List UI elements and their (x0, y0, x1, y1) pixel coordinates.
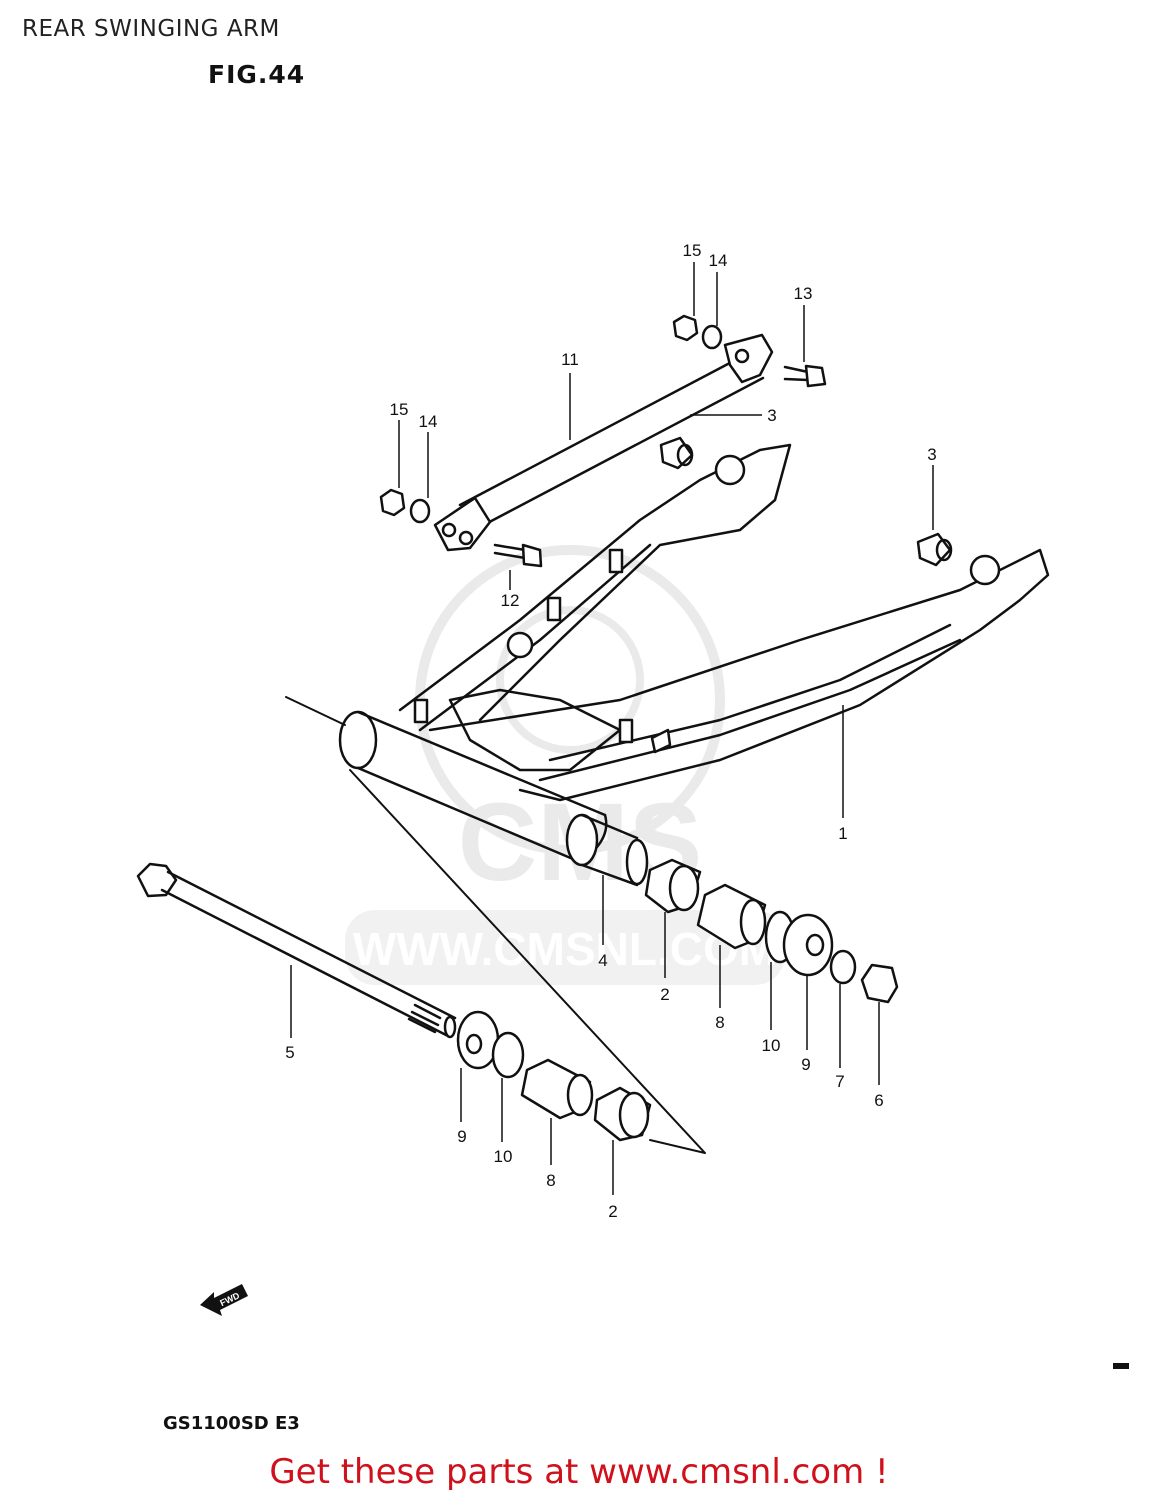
cushion-3-left (659, 436, 694, 470)
callout-2-right: 2 (660, 985, 669, 1004)
bearing-2-right (644, 858, 702, 914)
cap-9-right (782, 913, 834, 977)
callout-2-left: 2 (608, 1202, 617, 1221)
callout-3-right: 3 (927, 445, 936, 464)
callout-8-left: 8 (546, 1171, 555, 1190)
nut-15-left (379, 488, 406, 517)
callout-10-left: 10 (494, 1147, 513, 1166)
callout-4: 4 (598, 951, 607, 970)
spacer-8-left (520, 1058, 594, 1120)
callout-8-right: 8 (715, 1013, 724, 1032)
callout-14-top: 14 (709, 251, 728, 270)
leader-lines (290, 262, 934, 1195)
callout-5: 5 (285, 1043, 294, 1062)
callout-10-right: 10 (762, 1036, 781, 1055)
bearing-2-left (593, 1086, 652, 1142)
assembly-guide-line (285, 696, 706, 1154)
pivot-spacer (565, 813, 649, 887)
callout-3-left: 3 (767, 406, 776, 425)
figure-label: FIG.44 (208, 60, 306, 89)
callout-15-left: 15 (390, 400, 409, 419)
bolt-13 (783, 364, 827, 388)
callout-13: 13 (794, 284, 813, 303)
pivot-shaft (136, 862, 457, 1039)
scan-mark (1113, 1363, 1129, 1369)
cap-9-left (456, 1010, 500, 1070)
washer-14-top (701, 324, 723, 350)
page-title: REAR SWINGING ARM (22, 16, 280, 42)
exploded-parts-diagram: CMS WWW.CMSNL.COM (136, 241, 1129, 1369)
swing-arm (338, 443, 1050, 864)
callout-1: 1 (838, 824, 847, 843)
parts-shop-link[interactable]: Get these parts at www.cmsnl.com ! (269, 1452, 889, 1492)
nut-15-top (672, 314, 699, 342)
callout-9-right: 9 (801, 1055, 810, 1074)
torque-rod (433, 333, 774, 552)
forward-arrow-icon: FWD (200, 1284, 248, 1316)
bolt-12 (493, 543, 543, 568)
nut-6 (860, 963, 899, 1004)
washer-14-left (409, 498, 431, 524)
callout-15-top: 15 (683, 241, 702, 260)
washer-10-left (491, 1031, 525, 1079)
spacer-8-right (696, 883, 767, 950)
callout-11: 11 (561, 350, 579, 369)
callout-14-left: 14 (419, 412, 438, 431)
model-code: GS1100SD E3 (163, 1413, 300, 1434)
callout-9-left: 9 (457, 1127, 466, 1146)
cushion-3-right (916, 532, 953, 567)
washer-7 (829, 949, 857, 985)
callout-12: 12 (501, 591, 520, 610)
callout-6: 6 (874, 1091, 883, 1110)
callout-7: 7 (835, 1072, 844, 1091)
